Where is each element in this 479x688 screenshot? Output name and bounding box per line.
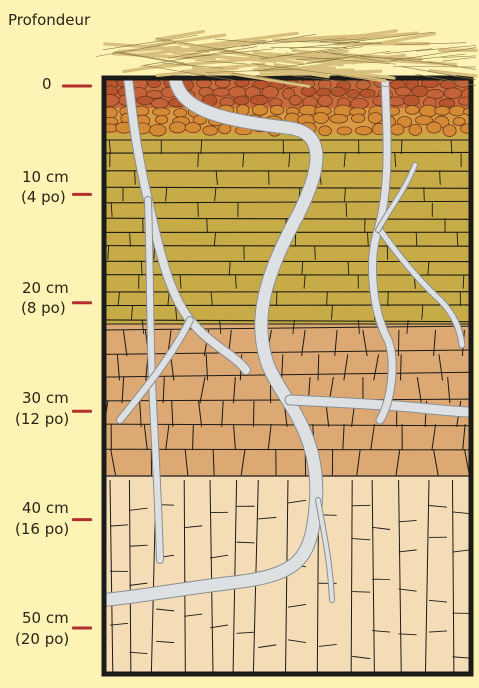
pebble [137, 96, 154, 105]
depth-tick-50 [72, 627, 92, 630]
pebble [318, 95, 332, 106]
pebble [169, 122, 185, 133]
straw-piece [124, 64, 171, 71]
pebble [270, 105, 283, 114]
depth-label-20-in: (8 po) [21, 299, 66, 318]
soil-crack [104, 305, 471, 306]
depth-label-30-cm: 30 cm [22, 389, 69, 408]
pebble [155, 116, 167, 124]
pebble [435, 106, 450, 115]
depth-label-30-in: (12 po) [15, 410, 69, 429]
depth-label-40-cm: 40 cm [22, 499, 69, 518]
pebble [427, 122, 441, 133]
pebble [356, 80, 370, 90]
pebble [250, 95, 268, 104]
pebble [301, 87, 316, 97]
pebble [313, 112, 328, 123]
pebble [347, 89, 359, 98]
straw-edge [385, 49, 433, 54]
soil-crack [388, 292, 389, 306]
pebble [174, 109, 187, 117]
soil-crack [352, 592, 370, 593]
depth-label-0: 0 [42, 75, 52, 94]
soil-crack [135, 171, 136, 185]
depth-tick-40 [72, 518, 92, 521]
depth-label-10-in: (4 po) [21, 188, 66, 207]
soil-crack [198, 153, 199, 167]
pebble [203, 126, 218, 135]
depth-ticks [62, 85, 92, 630]
soil-crack [352, 505, 370, 506]
pebble [449, 106, 465, 116]
pebble [405, 106, 419, 115]
depth-label-10-cm: 10 cm [22, 168, 69, 187]
pebble [289, 95, 301, 105]
soil-crack [253, 401, 254, 427]
soil-crack [400, 354, 401, 380]
pebble [389, 97, 404, 106]
soil-crack [346, 203, 347, 217]
depth-tick-0 [62, 85, 92, 88]
pebble [409, 124, 422, 135]
straw-edge [393, 66, 476, 67]
pebble [185, 123, 200, 133]
pebble [234, 96, 248, 105]
depth-tick-10 [72, 193, 92, 196]
pebble [299, 105, 317, 115]
pebble [360, 89, 375, 97]
pebble [330, 114, 348, 123]
pebble [444, 88, 461, 99]
soil-crack [348, 261, 349, 275]
straw-edge [442, 57, 476, 61]
soil-crack [440, 171, 441, 185]
pebble [252, 105, 267, 116]
depth-label-50-in: (20 po) [15, 630, 69, 649]
depth-label-50-cm: 50 cm [22, 609, 69, 628]
pebble [443, 125, 456, 137]
pebble [403, 95, 419, 106]
pebble [453, 117, 465, 125]
pebble [152, 108, 170, 116]
pebble [351, 114, 364, 123]
depth-label-40-in: (16 po) [15, 520, 69, 539]
soil-crack [398, 330, 399, 356]
pebble [213, 88, 231, 96]
pebble [337, 127, 352, 135]
straw-piece [430, 71, 476, 76]
pebble [391, 124, 404, 135]
pebble [355, 126, 372, 135]
depth-label-20-cm: 20 cm [22, 279, 69, 298]
pebble [319, 126, 332, 136]
pebble [412, 86, 428, 97]
depth-axis-title: Profondeur [8, 11, 90, 30]
pebble [150, 124, 166, 136]
pebble [395, 87, 410, 96]
depth-tick-30 [72, 410, 92, 413]
pebble [368, 113, 382, 124]
depth-tick-20 [72, 301, 92, 304]
pebble [151, 98, 168, 108]
soil-crack [104, 152, 471, 153]
